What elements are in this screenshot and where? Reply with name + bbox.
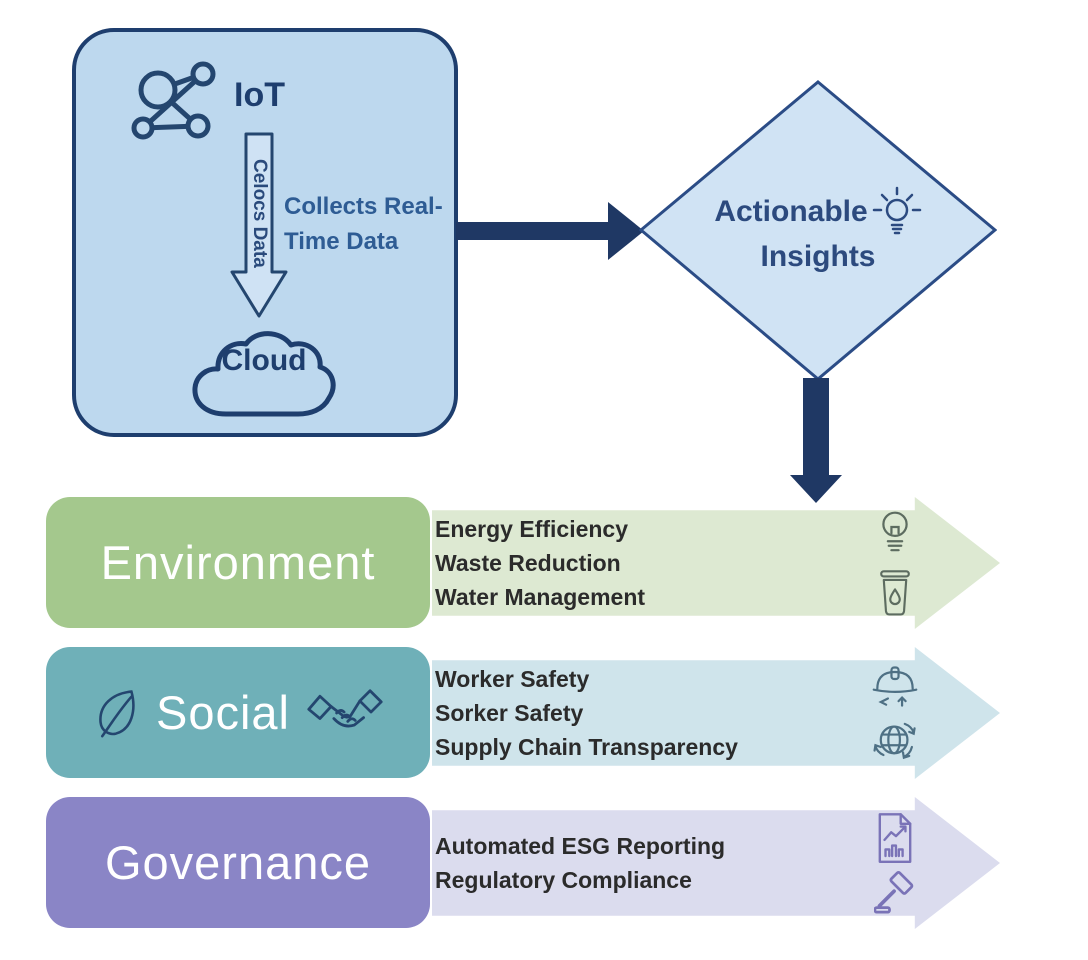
iot-network-icon xyxy=(131,61,216,140)
globe-arrows-icon xyxy=(873,722,916,759)
social-label-text: Social xyxy=(155,686,290,739)
list-item: Water Management xyxy=(435,584,646,610)
list-item: Energy Efficiency xyxy=(435,516,629,542)
social-icons xyxy=(868,647,922,779)
list-item: Sorker Safety xyxy=(435,700,584,726)
governance-items: Automated ESG Reporting Regulatory Compl… xyxy=(435,829,725,897)
governance-arrow-band: Automated ESG Reporting Regulatory Compl… xyxy=(432,797,1000,929)
collects-data-arrow xyxy=(230,132,288,318)
social-items: Worker Safety Sorker Safety Supply Chain… xyxy=(435,662,738,764)
diamond-label-line2: Insights xyxy=(760,239,876,273)
list-item: Automated ESG Reporting xyxy=(435,833,726,859)
list-item: Regulatory Compliance xyxy=(435,867,692,893)
cloud-shape: Cloud xyxy=(186,314,342,422)
social-arrow-band: Worker Safety Sorker Safety Supply Chain… xyxy=(432,647,1000,779)
social-label: Social xyxy=(46,647,430,778)
governance-label-text: Governance xyxy=(104,836,372,889)
list-item: Worker Safety xyxy=(435,666,590,692)
cloud-label: Cloud xyxy=(221,344,307,377)
handshake-icon xyxy=(307,688,383,727)
social-row: Social Worker Safety Sorker Safety Suppl… xyxy=(0,647,1088,779)
lightbulb-icon xyxy=(882,511,908,551)
collects-realtime-label: Collects Real-Time Data xyxy=(284,193,443,255)
list-item: Waste Reduction xyxy=(435,550,621,576)
diamond-label-line1: Actionable xyxy=(714,195,868,228)
environment-label: Environment xyxy=(46,497,430,628)
actionable-insights-text: Actionable Insights xyxy=(639,80,997,381)
environment-icons xyxy=(868,497,922,629)
flow-arrow-right xyxy=(456,202,644,260)
esg-report-icon xyxy=(878,812,912,863)
list-item: Supply Chain Transparency xyxy=(435,734,738,760)
hard-hat-icon xyxy=(872,665,918,707)
trash-water-icon xyxy=(880,569,910,615)
environment-items: Energy Efficiency Waste Reduction Water … xyxy=(435,512,645,614)
leaf-icon xyxy=(99,689,135,737)
iot-title: IoT xyxy=(234,76,285,114)
environment-arrow-band: Energy Efficiency Waste Reduction Water … xyxy=(432,497,1000,629)
governance-icons xyxy=(868,797,922,929)
iot-box: IoT Celocs Data Collects Real-Time Data … xyxy=(72,28,458,437)
environment-row: Environment Energy Efficiency Waste Redu… xyxy=(0,497,1088,629)
collects-data-arrow-label: Celocs Data xyxy=(249,158,270,268)
insight-lightbulb-icon xyxy=(872,186,921,234)
governance-label: Governance xyxy=(46,797,430,928)
cloud-icon xyxy=(192,331,336,417)
gavel-icon xyxy=(874,870,914,914)
governance-row: Governance Automated ESG Reporting Regul… xyxy=(0,797,1088,929)
environment-label-text: Environment xyxy=(100,536,376,589)
flow-arrow-down xyxy=(790,378,842,503)
